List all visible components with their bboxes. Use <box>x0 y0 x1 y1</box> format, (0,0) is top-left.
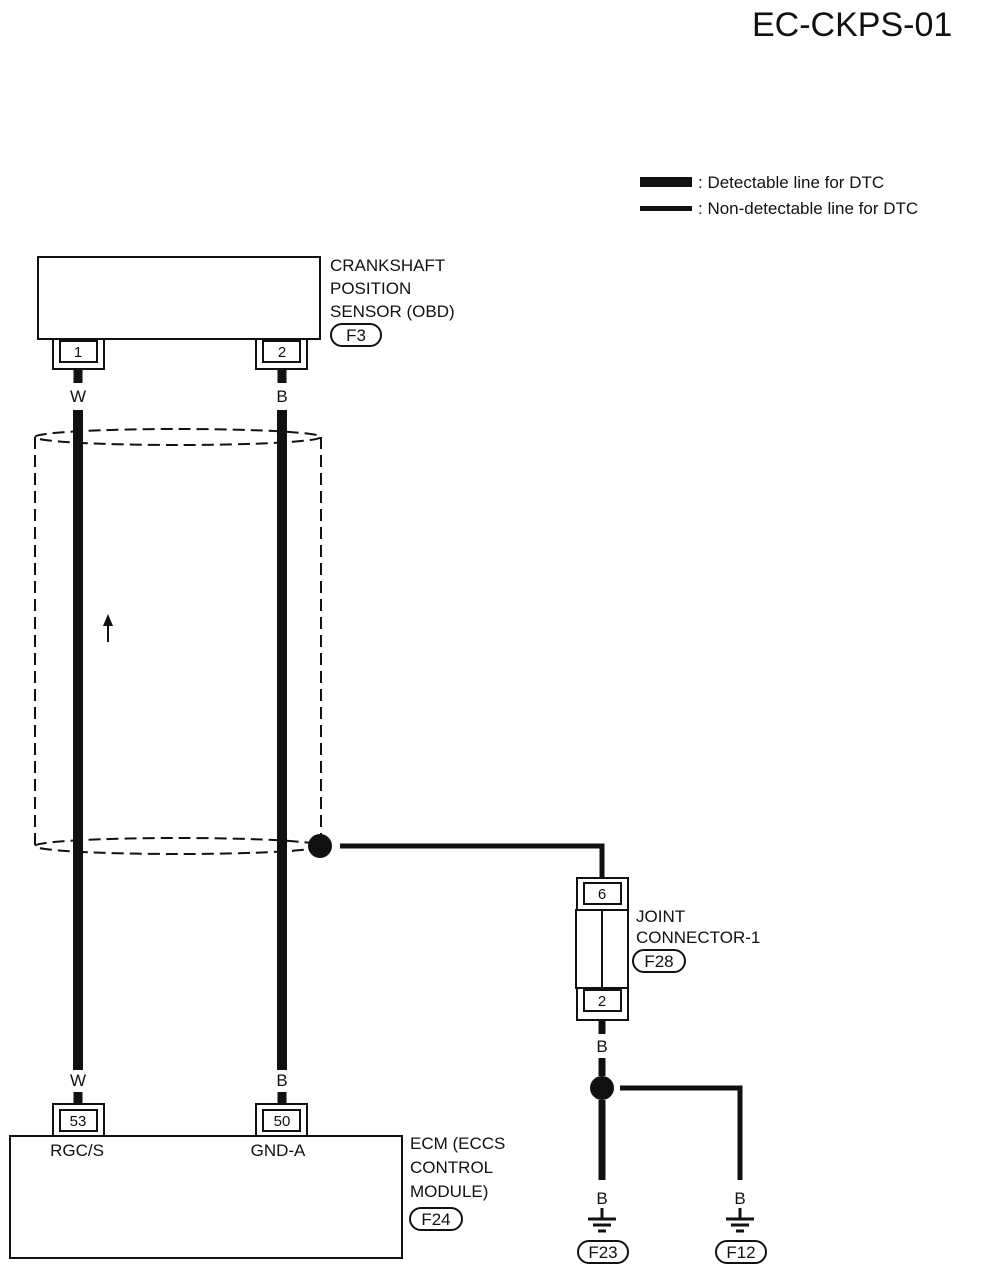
wires: W W B B <box>70 370 288 1104</box>
ecm-pin-50-box <box>262 1109 301 1132</box>
connector-f24-label: F24 <box>421 1210 450 1229</box>
connector-f28-label: F28 <box>644 952 673 971</box>
ecm-pin-53-label: 53 <box>70 1113 87 1130</box>
ground-f12-wire-label: B <box>734 1189 745 1208</box>
jc-pin-2-label: 2 <box>598 993 606 1010</box>
ecm-pin-50-label: 50 <box>274 1113 291 1130</box>
wire-b-top-label: B <box>276 387 287 406</box>
jc-pin-6-label: 6 <box>598 886 606 903</box>
crankshaft-sensor-box <box>37 256 321 340</box>
crankshaft-sensor-label-3: SENSOR (OBD) <box>330 302 455 321</box>
splice-dot-ground <box>590 1076 614 1100</box>
ecm: 53 50 RGC/S GND-A ECM (ECCS CONTROL MODU… <box>9 1103 505 1259</box>
wire-w-bottom-label: W <box>70 1071 86 1090</box>
connector-badge-f12 <box>715 1240 767 1264</box>
wire-b-bottom-label: B <box>276 1071 287 1090</box>
legend-non-detectable-line <box>640 206 692 211</box>
page-code: EC-CKPS-01 <box>752 6 952 44</box>
ecm-label-3: MODULE) <box>410 1182 488 1201</box>
joint-connector: 6 2 JOINT CONNECTOR-1 F28 <box>575 877 760 1021</box>
pin-2-label: 2 <box>278 344 286 361</box>
connector-badge-f24 <box>409 1207 463 1231</box>
legend-non-detectable-label: : Non-detectable line for DTC <box>698 199 918 218</box>
wire-w-top-label: W <box>70 387 86 406</box>
pin-1-box <box>59 340 98 363</box>
shield-drain <box>308 834 605 878</box>
crankshaft-sensor-label-1: CRANKSHAFT <box>330 256 445 275</box>
ecm-box <box>9 1135 403 1259</box>
legend-detectable-label: : Detectable line for DTC <box>698 173 884 192</box>
connector-f3-label: F3 <box>346 326 366 345</box>
connector-f23-label: F23 <box>588 1243 617 1262</box>
splice-dot-shield <box>308 834 332 858</box>
arrow-up-icon <box>103 614 113 642</box>
ground-icon <box>726 1208 754 1233</box>
ecm-pin-53-box <box>59 1109 98 1132</box>
ground-f23-wire-label: B <box>596 1189 607 1208</box>
jc-pin-6-box <box>583 882 622 905</box>
jc-out-wire-label: B <box>596 1037 607 1056</box>
pin-2-box <box>262 340 301 363</box>
crankshaft-sensor: CRANKSHAFT POSITION SENSOR (OBD) F3 1 2 <box>37 256 455 370</box>
joint-connector-label-1: JOINT <box>636 907 685 926</box>
pin-1-label: 1 <box>74 344 82 361</box>
legend-detectable-line <box>640 177 692 187</box>
ground-icon <box>588 1208 616 1233</box>
ecm-terminal-gnda: GND-A <box>251 1141 306 1160</box>
connector-badge-f3 <box>330 323 382 347</box>
legend: : Detectable line for DTC : Non-detectab… <box>640 173 918 218</box>
jc-pin-2-box <box>583 989 622 1012</box>
connector-f12-label: F12 <box>726 1243 755 1262</box>
joint-connector-label-2: CONNECTOR-1 <box>636 928 760 947</box>
ecm-terminal-rgcs: RGC/S <box>50 1141 104 1160</box>
crankshaft-sensor-label-2: POSITION <box>330 279 411 298</box>
drain-wire <box>340 843 605 878</box>
ground-circuit: B B B F23 F12 <box>577 1020 767 1264</box>
ecm-label-1: ECM (ECCS <box>410 1134 505 1153</box>
connector-badge-f23 <box>577 1240 629 1264</box>
ecm-label-2: CONTROL <box>410 1158 493 1177</box>
connector-badge-f28 <box>632 949 686 973</box>
